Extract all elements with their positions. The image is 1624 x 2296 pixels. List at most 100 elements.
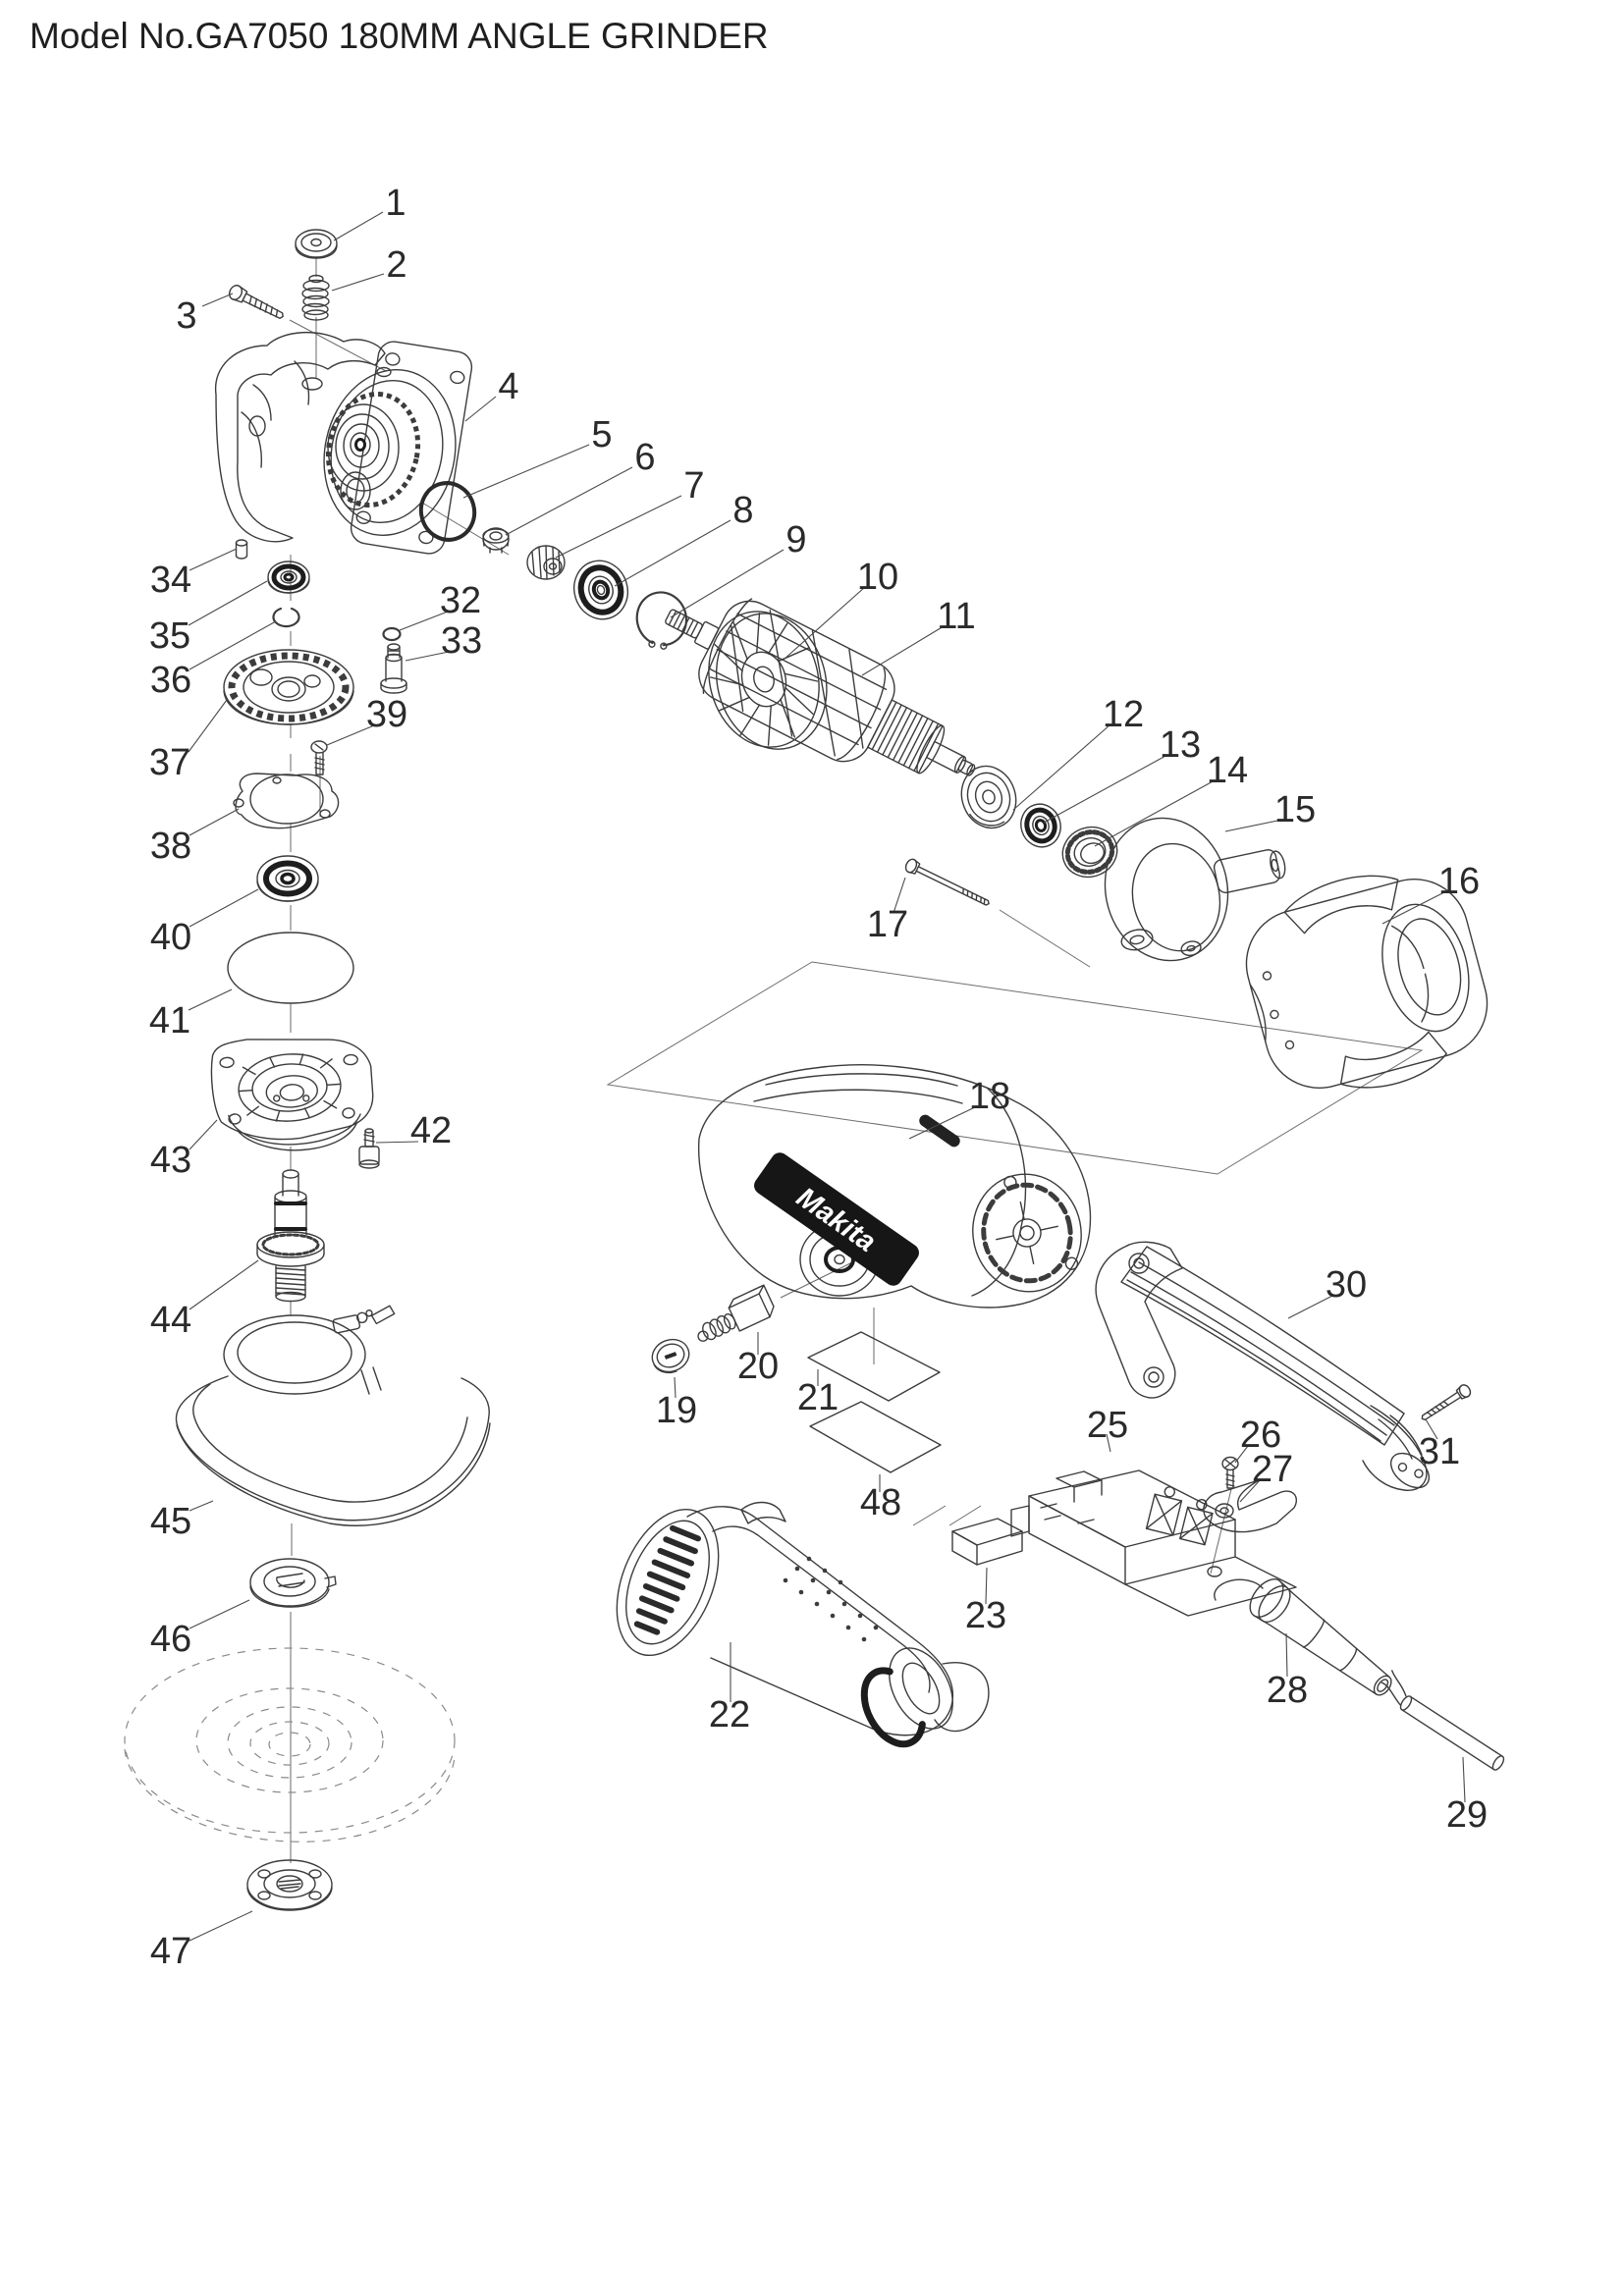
leader-line-14: [1094, 779, 1216, 847]
part-label-37: 37: [149, 742, 190, 783]
part-label-25: 25: [1087, 1405, 1128, 1446]
leader-line-10: [783, 586, 866, 661]
cap-drawing: [295, 229, 338, 259]
part-label-23: 23: [965, 1595, 1006, 1636]
leader-line-41: [188, 988, 233, 1011]
leader-line-47: [189, 1910, 253, 1942]
part-label-46: 46: [150, 1619, 191, 1660]
o-ring-32-drawing: [382, 626, 402, 642]
part-label-9: 9: [785, 519, 806, 561]
part-label-14: 14: [1207, 750, 1248, 791]
part-label-29: 29: [1446, 1794, 1488, 1836]
spring-drawing: [301, 274, 330, 321]
leader-line-7: [555, 495, 682, 559]
bearing-35-drawing: [267, 561, 310, 594]
bearing-box-drawing: [210, 1039, 374, 1151]
leader-line-29: [1462, 1756, 1466, 1803]
retainer-plate-drawing: [233, 773, 340, 829]
grinding-wheel-dashed: [124, 1647, 456, 1842]
part-label-48: 48: [860, 1482, 901, 1523]
part-label-45: 45: [150, 1501, 191, 1542]
part-label-1: 1: [385, 183, 406, 224]
part-label-4: 4: [498, 366, 518, 407]
leader-line-39: [326, 724, 375, 746]
leader-line-25: [1106, 1433, 1111, 1453]
motor-housing-drawing: Makita: [697, 1064, 1092, 1308]
leader-line-31: [1425, 1418, 1438, 1440]
leader-line-2: [331, 273, 385, 292]
part-label-18: 18: [969, 1076, 1010, 1117]
retaining-ring-drawing: [635, 591, 688, 650]
baffle-plate-drawing: [1104, 817, 1286, 962]
leader-line-32: [399, 611, 449, 631]
fan-drawing: [708, 611, 828, 750]
part-label-40: 40: [150, 917, 191, 958]
leader-line-23: [985, 1567, 988, 1605]
part-label-44: 44: [150, 1300, 191, 1341]
leader-line-35: [188, 580, 268, 626]
part-label-2: 2: [386, 244, 406, 286]
part-label-47: 47: [150, 1931, 191, 1972]
part-label-13: 13: [1160, 724, 1201, 766]
leader-line-19: [674, 1376, 677, 1399]
part-label-28: 28: [1267, 1670, 1308, 1711]
field-stator-drawing: [1245, 875, 1489, 1089]
leader-line-1: [333, 211, 384, 241]
retaining-ring-36-drawing: [272, 607, 300, 628]
part-label-38: 38: [150, 826, 191, 867]
leader-line-13: [1043, 754, 1168, 824]
leader-line-38: [189, 808, 240, 836]
screw-17-drawing: [904, 858, 990, 906]
bearing-40-drawing: [256, 855, 319, 902]
construction-lines: [289, 257, 1424, 1863]
leader-line-18: [908, 1105, 978, 1140]
rear-cover-drawing: [616, 1501, 990, 1748]
leader-line-40: [189, 888, 259, 928]
part-label-43: 43: [150, 1140, 191, 1181]
bevel-gear-drawing: [223, 649, 354, 725]
part-label-12: 12: [1103, 694, 1144, 735]
part-label-6: 6: [634, 437, 655, 478]
part-label-5: 5: [591, 414, 612, 455]
leader-line-42: [375, 1141, 419, 1144]
part-label-34: 34: [150, 560, 191, 601]
part-label-7: 7: [683, 465, 704, 507]
makita-logo: Makita: [754, 1152, 919, 1286]
part-label-3: 3: [176, 295, 196, 337]
leader-line-26: [1234, 1445, 1249, 1464]
leader-line-9: [670, 549, 785, 618]
part-label-17: 17: [867, 904, 908, 945]
part-label-26: 26: [1240, 1415, 1281, 1456]
leader-line-27: [1239, 1479, 1261, 1503]
sticker-21-drawing: [807, 1331, 941, 1402]
screw-26-drawing: [1221, 1456, 1239, 1489]
part-label-39: 39: [366, 694, 407, 735]
o-ring-5-drawing: [418, 481, 477, 542]
box-23-drawing: [951, 1518, 1023, 1566]
spindle-drawing: [256, 1169, 325, 1303]
section-boundary: [606, 961, 1424, 1175]
leader-line-30: [1287, 1295, 1333, 1319]
lock-nut-drawing: [246, 1859, 333, 1911]
leader-line-4: [464, 396, 497, 422]
bearing-8-drawing: [572, 560, 629, 620]
leader-line-12: [1012, 723, 1111, 811]
o-ring-41-drawing: [227, 932, 354, 1004]
side-handle-drawing: [1095, 1241, 1431, 1491]
leader-line-46: [189, 1599, 250, 1629]
leader-line-43: [189, 1119, 218, 1150]
part-label-36: 36: [150, 660, 191, 701]
power-cord-drawing: [1380, 1670, 1505, 1771]
leader-line-6: [505, 466, 633, 536]
screw-39-drawing: [310, 740, 328, 775]
leader-lines-layer: [188, 211, 1466, 1942]
part-label-15: 15: [1274, 789, 1316, 830]
bracket-27-drawing: [1203, 1479, 1298, 1533]
part-label-8: 8: [732, 490, 753, 531]
leader-line-44: [189, 1259, 259, 1310]
part-label-19: 19: [656, 1390, 697, 1431]
part-label-20: 20: [737, 1346, 779, 1387]
